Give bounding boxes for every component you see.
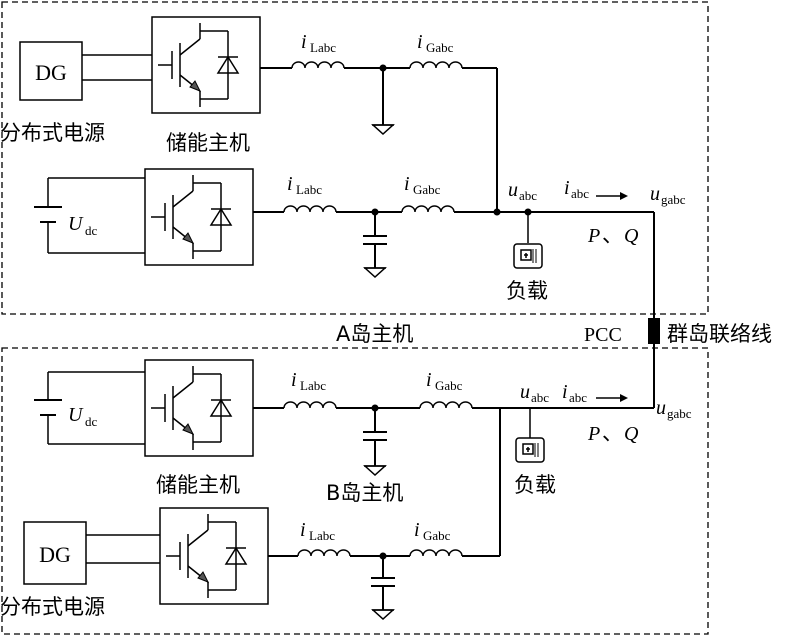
i-g-sub-b2: Gabc (423, 528, 451, 543)
dg-label-b: DG (39, 542, 71, 567)
inductor-l-a2 (283, 205, 337, 213)
udc-sub-b: dc (85, 414, 98, 429)
u-label-b: u (520, 381, 530, 403)
i-l-label-a1: i (301, 31, 307, 53)
udc-label-a: U (68, 213, 84, 235)
current-arrow-b (595, 393, 629, 403)
inductor-l-b1 (283, 401, 337, 409)
ug-label-a: u (650, 183, 660, 205)
tie-line-label: 群岛联络线 (667, 322, 772, 346)
converter-b1 (144, 359, 254, 457)
i-abc-label-a: i (564, 177, 570, 199)
i-l-label-b1: i (291, 369, 297, 391)
i-g-label-a2: i (404, 173, 410, 195)
converter-a1 (151, 16, 261, 114)
ground-a1 (371, 124, 395, 135)
capacitor-b1 (362, 431, 388, 441)
u-sub-b: abc (531, 390, 549, 405)
udc-sub-a: dc (85, 223, 98, 238)
u-label-a: u (508, 179, 518, 201)
dg-caption-a: 分布式电源 (0, 121, 105, 145)
p-label-b: P (587, 423, 600, 445)
ground-a2 (363, 267, 387, 278)
pq-sep-b: 、 (602, 421, 623, 445)
ground-b1 (363, 465, 387, 476)
i-abc-sub-b: abc (569, 390, 587, 405)
inductor-l-a1 (291, 61, 345, 69)
island-a-name: A岛主机 (336, 322, 413, 346)
q-label-a: Q (624, 225, 639, 247)
pcc-switch (648, 318, 660, 344)
ground-b2 (371, 609, 395, 620)
i-l-sub-a2: Labc (296, 182, 322, 197)
udc-label-b: U (68, 404, 84, 426)
i-abc-sub-a: abc (571, 186, 589, 201)
current-arrow-a (595, 191, 629, 201)
inductor-g-b1 (419, 401, 473, 409)
i-l-label-b2: i (300, 519, 306, 541)
i-l-label-a2: i (287, 173, 293, 195)
pcc-label: PCC (584, 324, 622, 346)
capacitor-b2 (370, 577, 396, 587)
dg-box-b (23, 521, 87, 585)
i-g-label-b2: i (414, 519, 420, 541)
p-label-a: P (587, 225, 600, 247)
q-label-b: Q (624, 423, 639, 445)
i-g-label-b1: i (426, 369, 432, 391)
inductor-g-a1 (409, 61, 463, 69)
load-icon-b (515, 437, 545, 463)
i-g-sub-b1: Gabc (435, 378, 463, 393)
dg-label-a: DG (35, 60, 67, 85)
i-abc-label-b: i (562, 381, 568, 403)
storage-caption-b: 储能主机 (156, 473, 240, 497)
ug-label-b: u (656, 397, 666, 419)
island-b-name: B岛主机 (326, 481, 403, 505)
converter-b2 (159, 507, 269, 605)
storage-caption-a: 储能主机 (166, 131, 250, 155)
ug-sub-b: gabc (667, 406, 692, 421)
ug-sub-a: gabc (661, 192, 686, 207)
i-g-sub-a1: Gabc (426, 40, 454, 55)
load-label-b: 负载 (514, 473, 556, 497)
inductor-g-a2 (401, 205, 455, 213)
i-l-sub-a1: Labc (310, 40, 336, 55)
dg-caption-b: 分布式电源 (0, 595, 105, 619)
island-a-boundary (1, 1, 709, 315)
load-label-a: 负载 (506, 279, 548, 303)
island-b-boundary (1, 347, 709, 635)
i-g-label-a1: i (417, 31, 423, 53)
capacitor-a2 (362, 235, 388, 245)
dg-box-a (19, 41, 83, 101)
inductor-l-b2 (297, 549, 351, 557)
converter-a2 (144, 168, 254, 266)
i-l-sub-b2: Labc (309, 528, 335, 543)
pq-sep-a: 、 (602, 223, 623, 247)
i-l-sub-b1: Labc (300, 378, 326, 393)
inductor-g-b2 (409, 549, 463, 557)
u-sub-a: abc (519, 188, 537, 203)
i-g-sub-a2: Gabc (413, 182, 441, 197)
load-icon-a (513, 243, 543, 269)
